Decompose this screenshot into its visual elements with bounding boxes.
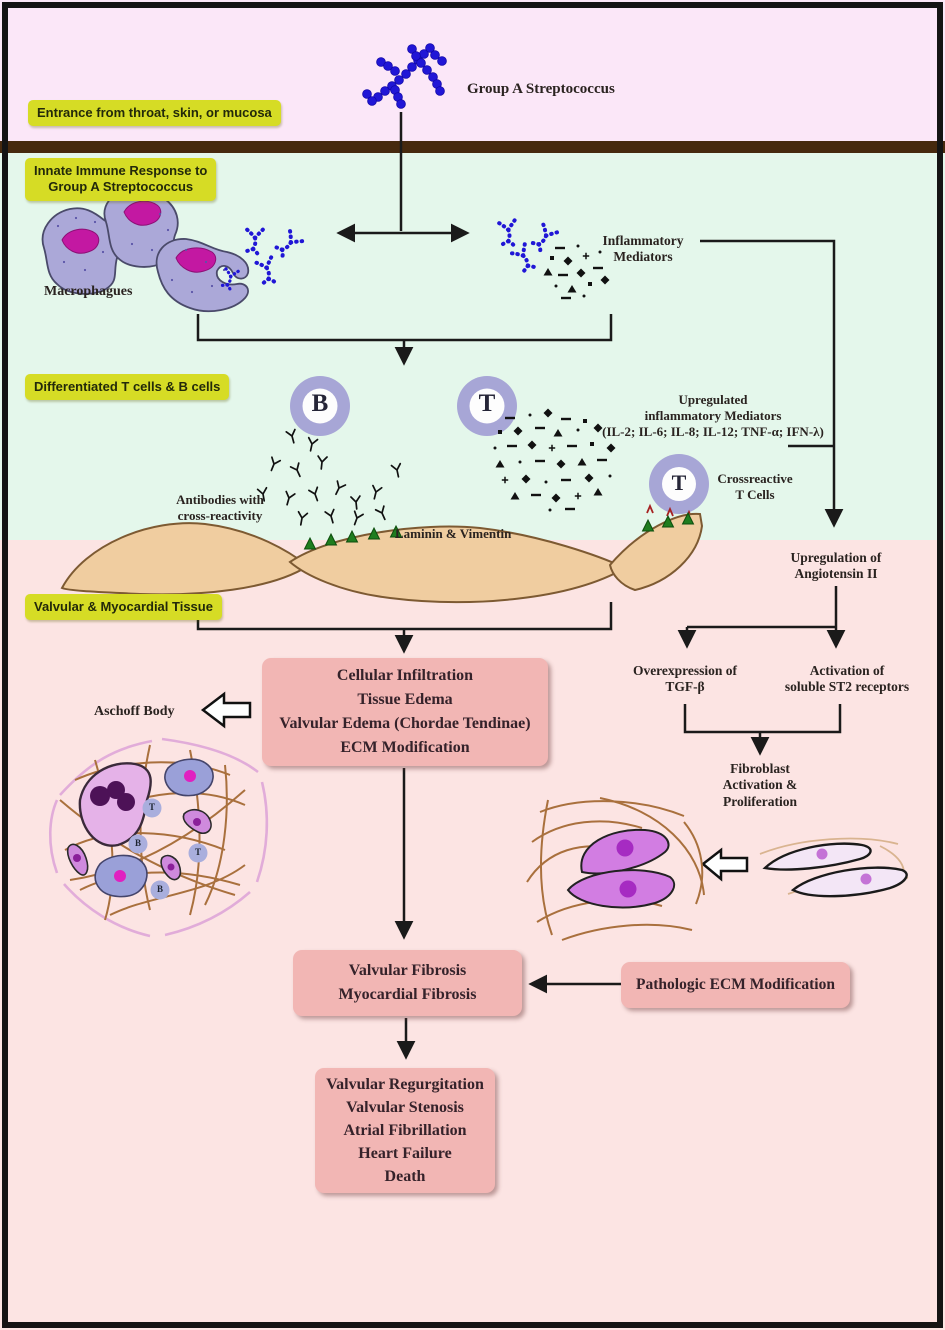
crossreactive-t-label: Crossreactive T Cells [717, 471, 793, 502]
laminin-vimentin-label: Laminin & Vimentin [395, 526, 512, 541]
upregulated-mediators-label: Upregulated inflammatory Mediators (IL-2… [602, 392, 824, 439]
valvular-tissue-label: Valvular & Myocardial Tissue [25, 594, 222, 621]
differentiated-cells-label: Differentiated T cells & B cells [25, 374, 230, 401]
fibroblast-label: Fibroblast Activation & Proliferation [722, 761, 798, 809]
open-arrows [200, 691, 749, 882]
outcome-box: Valvular Regurgitation Valvular Stenosis… [315, 1068, 495, 1193]
tgf-label: Overexpression of TGF-β [632, 663, 738, 695]
ecm-modification-box: Pathologic ECM Modification [621, 962, 850, 1008]
b-cell-letter: B [311, 390, 329, 417]
crossreactive-t-letter: T [671, 470, 687, 495]
b-cell-circle [290, 376, 350, 436]
fibroblast-illustration [526, 797, 909, 941]
aschoff-open-arrow-icon [200, 691, 252, 729]
epithelial-barrier-bar [0, 141, 945, 153]
innate-response-label: Innate Immune Response to Group A Strept… [25, 158, 217, 201]
streptococcus-illustration [362, 43, 447, 109]
infiltration-box: Cellular Infiltration Tissue Edema Valvu… [262, 658, 548, 766]
aschoff-body-label: Aschoff Body [94, 704, 175, 719]
t-cell-letter: T [478, 390, 496, 417]
aschoff-b2-letter: B [156, 884, 163, 894]
tissue-illustration [60, 512, 704, 604]
group-a-strep-label: Group A Streptococcus [467, 81, 615, 97]
fibrosis-box: Valvular Fibrosis Myocardial Fibrosis [293, 950, 522, 1016]
aschoff-t1-letter: T [148, 802, 155, 812]
fibroblast-open-arrow-icon [701, 847, 749, 882]
aschoff-t2-letter: T [194, 847, 201, 857]
antibodies-label: Antibodies with cross-reactivity [176, 492, 264, 523]
mediator-scatter-large [493, 408, 616, 512]
aschoff-body-illustration [48, 737, 269, 938]
upregulation-angiotensin-label: Upregulation of Angiotensin II [790, 550, 882, 582]
entrance-label: Entrance from throat, skin, or mucosa [28, 100, 281, 127]
aschoff-b1-letter: B [134, 838, 141, 848]
t-cell-circle [457, 376, 517, 436]
blue-antibody-illustration [216, 215, 563, 295]
macrophages-illustration [41, 186, 250, 312]
macrophages-label: Macrophagues [44, 284, 133, 299]
antibody-scatter [256, 428, 404, 527]
crossreactive-t-cell-circle [646, 454, 709, 520]
inflammatory-mediators-label: Inflammatory Mediators [602, 233, 684, 265]
st2-label: Activation of soluble ST2 receptors [784, 663, 910, 695]
